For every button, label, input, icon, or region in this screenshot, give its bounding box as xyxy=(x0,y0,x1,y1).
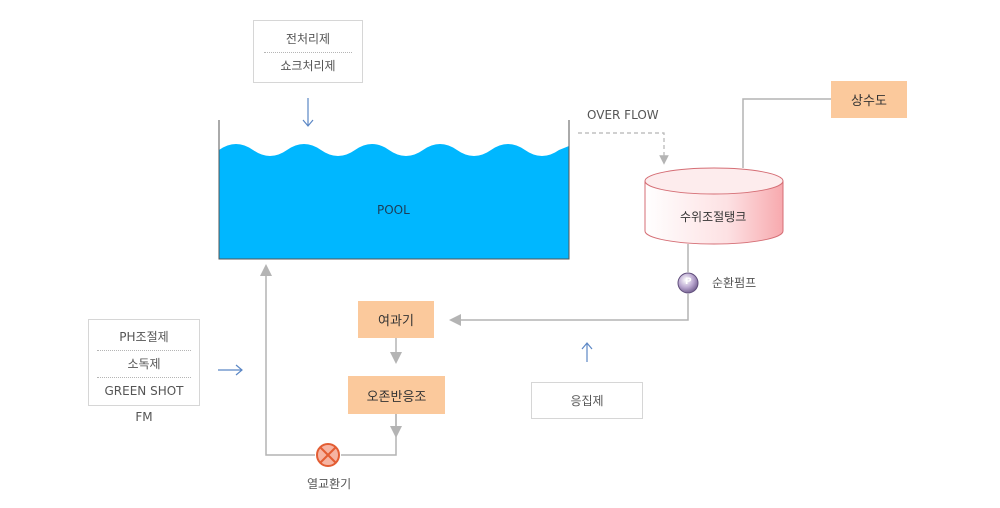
water-supply-line xyxy=(742,98,831,168)
pump-circle xyxy=(677,272,699,294)
level-tank-cylinder xyxy=(644,167,784,245)
level-tank-label: 수위조절탱크 xyxy=(680,210,747,224)
water-supply-box: 상수도 xyxy=(831,81,907,118)
pool-container xyxy=(218,120,570,260)
heat-exchanger-label: 열교환기 xyxy=(307,477,352,491)
return-line xyxy=(266,270,397,456)
pool-water xyxy=(219,144,569,259)
chemicals-item: GREEN SHOT FM xyxy=(97,377,191,430)
overflow-label: OVER FLOW xyxy=(587,108,659,122)
chemicals-item: PH조절제 xyxy=(119,330,169,344)
pump-filter-line xyxy=(449,294,689,326)
pump-label: 순환펌프 xyxy=(712,276,757,290)
pretreatment-box: 전처리제 쇼크처리제 xyxy=(253,20,363,83)
pump-symbol: P xyxy=(685,277,692,287)
coagulant-label: 응집제 xyxy=(570,394,604,408)
coagulant-arrow xyxy=(581,342,593,362)
chemicals-item: 소독제 xyxy=(97,350,191,377)
overflow-line xyxy=(578,132,669,165)
pretreatment-item: 전처리제 xyxy=(285,32,331,46)
ozone-reactor-box: 오존반응조 xyxy=(348,376,445,414)
filter-box: 여과기 xyxy=(358,301,434,338)
coagulant-box: 응집제 xyxy=(531,382,643,419)
heat-exchanger-valve xyxy=(316,443,340,467)
pretreatment-arrow xyxy=(302,98,314,127)
chemicals-box: PH조절제 소독제 GREEN SHOT FM xyxy=(88,319,200,424)
pool-label: POOL xyxy=(377,203,410,217)
chemicals-arrow xyxy=(218,364,243,376)
pretreatment-item: 쇼크처리제 xyxy=(264,52,352,79)
